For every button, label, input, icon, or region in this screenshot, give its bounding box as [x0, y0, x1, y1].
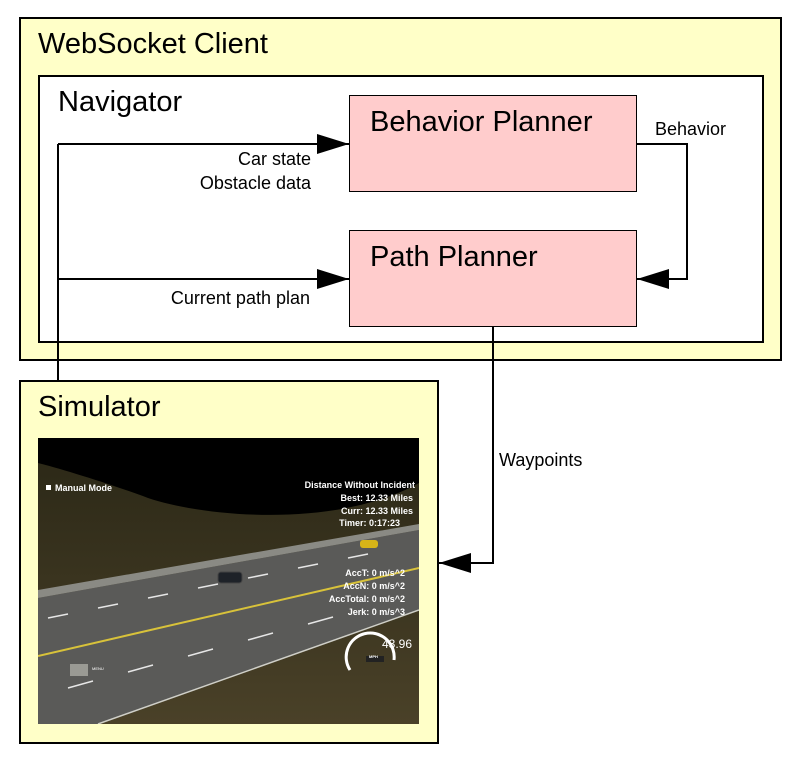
car-state-label: Car state — [237, 149, 311, 169]
acc-total: AccTotal: 0 m/s^2 — [328, 594, 405, 604]
jerk: Jerk: 0 m/s^3 — [347, 607, 405, 617]
acc-t: AccT: 0 m/s^2 — [345, 568, 405, 578]
menu-label: MENU — [92, 666, 104, 671]
path-planner-box — [349, 230, 637, 327]
ego-car — [217, 571, 243, 584]
mode-indicator-icon — [46, 485, 51, 490]
speed-unit: MPH — [369, 654, 378, 659]
current-distance: Curr: 12.33 Miles — [340, 506, 413, 516]
behavior-planner-title: Behavior Planner — [370, 106, 593, 138]
waypoints-label: Waypoints — [499, 450, 583, 470]
mode-label: Manual Mode — [55, 483, 113, 493]
simulator-title: Simulator — [38, 391, 161, 423]
behavior-planner-box — [349, 95, 637, 192]
simulator-screenshot: Manual Mode Distance Without Incident Be… — [38, 438, 419, 724]
behavior-label: Behavior — [655, 119, 727, 139]
menu-button[interactable] — [70, 664, 88, 676]
speed-value: 43.96 — [382, 637, 413, 651]
timer: Timer: 0:17:23 — [339, 518, 400, 528]
behavior-arrow — [637, 143, 688, 289]
navigator-title: Navigator — [58, 86, 183, 118]
speedometer-gauge — [344, 631, 396, 671]
other-car — [360, 540, 378, 548]
websocket-client-title: WebSocket Client — [38, 28, 268, 60]
current-path-plan-label: Current path plan — [170, 288, 310, 308]
waypoints-arrow — [439, 327, 494, 573]
obstacle-data-label: Obstacle data — [199, 173, 311, 193]
best-distance: Best: 12.33 Miles — [340, 493, 413, 503]
acc-n: AccN: 0 m/s^2 — [343, 581, 405, 591]
path-planner-title: Path Planner — [370, 241, 538, 273]
simulator-scene — [38, 438, 419, 724]
distance-header: Distance Without Incident — [304, 480, 415, 490]
